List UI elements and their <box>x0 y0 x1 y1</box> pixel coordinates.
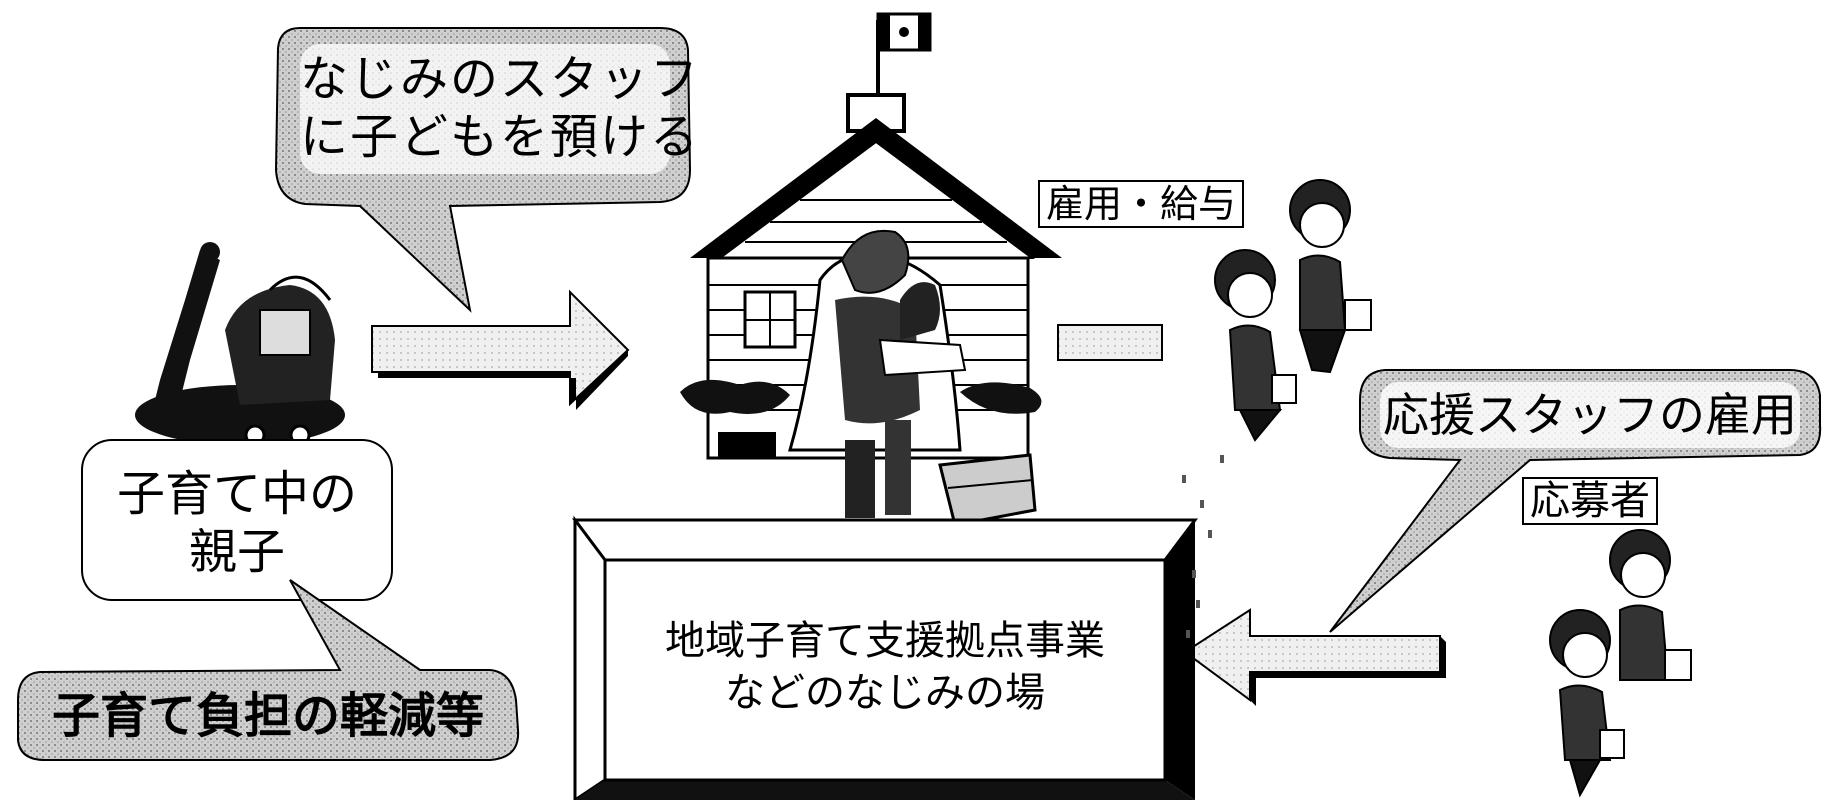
staff-bubble-line2: に子どもを預ける <box>300 109 701 165</box>
staff-speech-bubble <box>274 27 692 313</box>
footprint-trail <box>1182 455 1224 638</box>
applicant-woman-icon <box>1549 529 1692 798</box>
staff-woman-icon <box>1214 179 1372 442</box>
arrow-to-house <box>371 289 630 410</box>
center-box <box>572 515 1198 800</box>
center-line2: などのなじみの場 <box>725 670 1045 716</box>
house-icon <box>680 12 1062 527</box>
applicant-label: 応募者 <box>1522 477 1658 525</box>
arrow-to-center <box>1183 608 1446 706</box>
employment-bar <box>1057 324 1163 361</box>
center-box-text: 地域子育て支援拠点事業 などのなじみの場 <box>605 615 1165 719</box>
parents-line2: 親子 <box>188 524 285 580</box>
staff-bubble-line1: なじみのスタッフ <box>300 51 701 107</box>
burden-text: 子育て負担の軽減等 <box>51 688 484 744</box>
hire-bubble-text: 応援スタッフの雇用 <box>1383 388 1797 442</box>
center-line1: 地域子育て支援拠点事業 <box>665 618 1105 664</box>
parents-line1: 子育て中の <box>116 466 357 522</box>
employment-label: 雇用・給与 <box>1038 180 1245 228</box>
staff-bubble-text: なじみのスタッフ に子どもを預ける <box>300 50 701 166</box>
hire-speech-bubble <box>1329 369 1822 633</box>
stroller-parent-icon <box>135 242 345 446</box>
parents-box <box>81 439 393 601</box>
flag-icon <box>876 12 932 52</box>
burden-speech-bubble <box>17 579 520 761</box>
parents-box-text: 子育て中の 親子 <box>82 465 392 581</box>
